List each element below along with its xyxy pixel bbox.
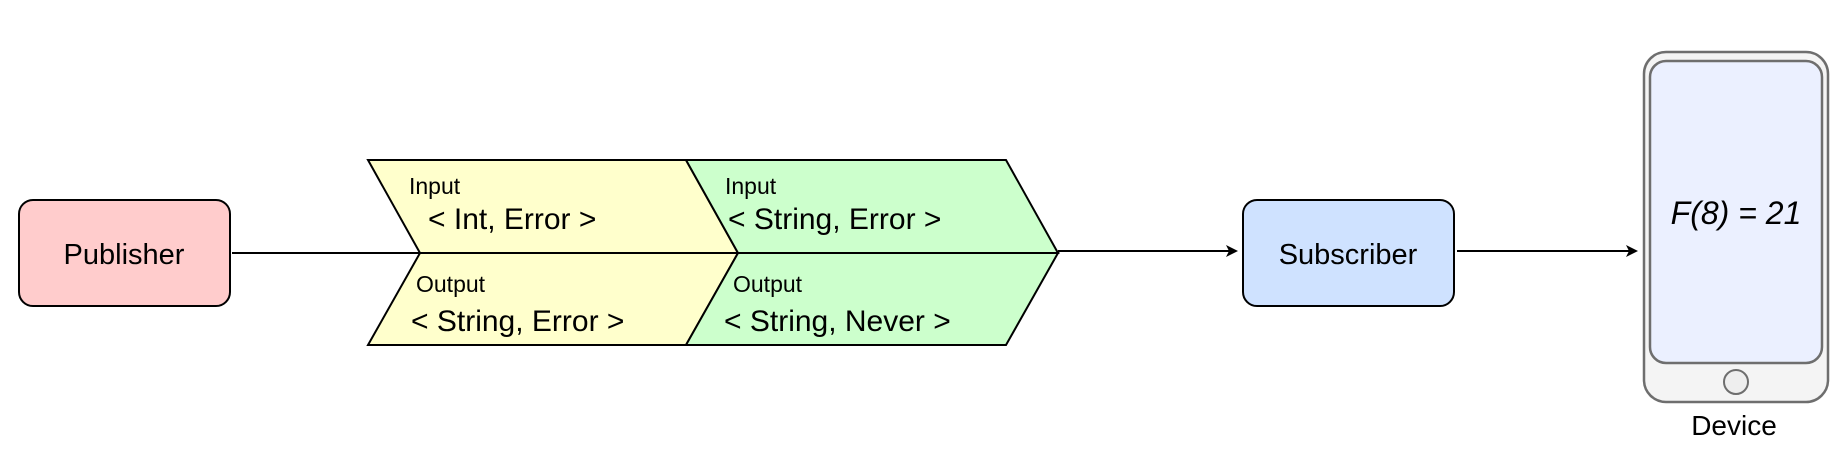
operator-1: Input < Int, Error > Output < String, Er…: [366, 159, 740, 346]
subscriber-box: [1242, 199, 1455, 307]
operator-1-output-types: < String, Error >: [411, 305, 624, 338]
publisher-box: [18, 199, 231, 307]
operator-2-output-types: < String, Never >: [724, 305, 951, 338]
publisher-label: Publisher: [64, 239, 185, 271]
operator-1-input-heading: Input: [409, 173, 461, 199]
device-screen-formula: F(8) = 21: [1671, 195, 1802, 231]
operator-1-output-heading: Output: [416, 271, 486, 297]
operator-2-output-segment: [684, 252, 1060, 346]
device-screen: [1648, 59, 1824, 365]
operator-2: Input < String, Error > Output < String,…: [684, 159, 1060, 346]
device-home-button-icon: [1723, 369, 1749, 395]
operator-1-input-types: < Int, Error >: [428, 203, 596, 236]
device-phone: F(8) = 21 Device: [1642, 50, 1830, 441]
publisher-node: Publisher: [18, 199, 231, 307]
subscriber-label: Subscriber: [1279, 239, 1418, 271]
operator-2-input-types: < String, Error >: [728, 203, 941, 236]
operator-2-input-heading: Input: [725, 173, 777, 199]
device-caption: Device: [1691, 410, 1777, 441]
operator-2-output-heading: Output: [733, 271, 803, 297]
subscriber-node: Subscriber: [1242, 199, 1455, 307]
